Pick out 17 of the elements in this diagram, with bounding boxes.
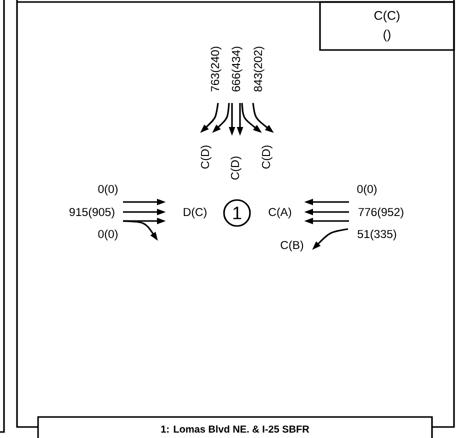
title-box: 1: Lomas Blvd NE. & I-25 SBFR — [37, 416, 433, 438]
volume-label: C(D) — [262, 146, 272, 169]
volume-label: 776(952) — [358, 208, 404, 218]
volume-label: C(B) — [280, 240, 304, 252]
volume-label: 0(0) — [98, 184, 118, 196]
volume-label: 0(0) — [357, 184, 377, 196]
volume-label: 0(0) — [98, 230, 118, 240]
volume-label: 51(335) — [358, 230, 396, 240]
header-box: C(C) () — [319, 1, 455, 51]
volume-label: 915(905) — [70, 208, 114, 218]
volume-label: C(A) — [268, 208, 292, 218]
volume-label: D(C) — [184, 208, 206, 218]
volume-label: 763(240) — [210, 46, 222, 92]
volume-label: C(D) — [230, 156, 242, 180]
volume-label: 843(202) — [254, 46, 264, 92]
volume-label: 666(434) — [232, 46, 242, 92]
volume-label: C(D) — [200, 146, 212, 169]
